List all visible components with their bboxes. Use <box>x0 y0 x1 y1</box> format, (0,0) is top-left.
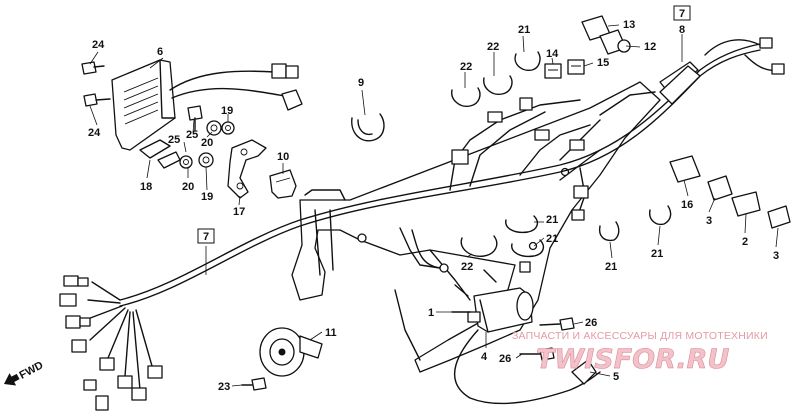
harness-upper-connectors <box>451 37 785 273</box>
callout-24-top: 24 <box>92 39 105 51</box>
ground-wire <box>411 229 449 273</box>
callout-11: 11 <box>325 327 337 339</box>
regulator-rectifier <box>111 59 303 151</box>
callout-25-a: 25 <box>186 129 198 141</box>
coil-bolts <box>519 317 575 361</box>
fwd-label: FWD <box>18 359 46 381</box>
callout-23: 23 <box>218 381 230 393</box>
callout-21-d: 21 <box>546 214 558 226</box>
fwd-arrow-icon <box>4 373 20 386</box>
callout-7-box-left <box>197 228 215 244</box>
watermark: ЗАПЧАСТИ И АКСЕССУАРЫ ДЛЯ МОТОТЕХНИКИ TW… <box>512 330 768 375</box>
horn-bolt <box>241 377 267 391</box>
callout-15: 15 <box>597 57 609 69</box>
callout-3-b: 3 <box>773 250 779 262</box>
connectors-14-15 <box>544 59 585 79</box>
callout-6: 6 <box>157 46 163 58</box>
leader-lines <box>89 24 779 387</box>
callout-21-a: 21 <box>518 24 530 36</box>
harness-sleeve <box>659 65 701 105</box>
callout-2: 2 <box>742 236 748 248</box>
callout-12: 12 <box>644 41 656 53</box>
frame-pins <box>454 269 497 297</box>
callout-numbers: 24 24 6 25 20 19 25 20 19 18 17 10 9 22 … <box>88 5 779 393</box>
callout-22-c: 22 <box>461 261 473 273</box>
callout-19-a: 19 <box>221 105 233 117</box>
callout-21-b: 21 <box>605 261 617 273</box>
ignition-coil <box>451 287 601 405</box>
callout-4: 4 <box>481 351 488 363</box>
callout-20-b: 20 <box>182 181 194 193</box>
watermark-text: ЗАПЧАСТИ И АКСЕССУАРЫ ДЛЯ МОТОТЕХНИКИ <box>512 330 768 342</box>
callout-21-e: 21 <box>546 233 558 245</box>
terminal-caps <box>669 155 791 229</box>
callout-26-b: 26 <box>499 353 511 365</box>
callout-13: 13 <box>623 19 635 31</box>
callout-14: 14 <box>546 48 559 60</box>
callout-8: 8 <box>679 24 685 36</box>
callout-18: 18 <box>140 181 152 193</box>
callout-22-b: 22 <box>487 41 499 53</box>
callout-3-a: 3 <box>706 215 712 227</box>
callout-1: 1 <box>428 307 434 319</box>
callout-25-b: 25 <box>168 134 180 146</box>
horn <box>259 327 323 377</box>
indicator-bulb-socket <box>581 15 631 55</box>
callout-7-box-top <box>673 5 691 21</box>
mounting-bracket <box>227 139 267 199</box>
harness-end-connectors <box>59 275 163 411</box>
bolts-and-washers <box>81 61 235 169</box>
callout-16: 16 <box>681 199 693 211</box>
callout-7-left: 7 <box>203 231 209 243</box>
wire-clip-18 <box>139 139 171 159</box>
clamp-10 <box>269 169 297 199</box>
callout-21-c: 21 <box>651 248 663 260</box>
callout-7-top: 7 <box>679 8 685 20</box>
callout-19-b: 19 <box>201 191 213 203</box>
watermark-logo: TWISFOR.RU <box>536 344 729 375</box>
callout-26-a: 26 <box>585 317 597 329</box>
frame <box>291 81 661 373</box>
callout-22-a: 22 <box>460 61 472 73</box>
callout-17: 17 <box>233 206 245 218</box>
wire-band-9 <box>351 113 385 142</box>
callout-24-bottom: 24 <box>88 127 101 139</box>
wire-bands-22-21 <box>451 51 672 258</box>
callout-20-a: 20 <box>201 137 213 149</box>
callout-5: 5 <box>613 371 619 383</box>
fwd-indicator: FWD <box>4 359 46 386</box>
callout-9: 9 <box>358 77 364 89</box>
callout-10: 10 <box>277 151 289 163</box>
